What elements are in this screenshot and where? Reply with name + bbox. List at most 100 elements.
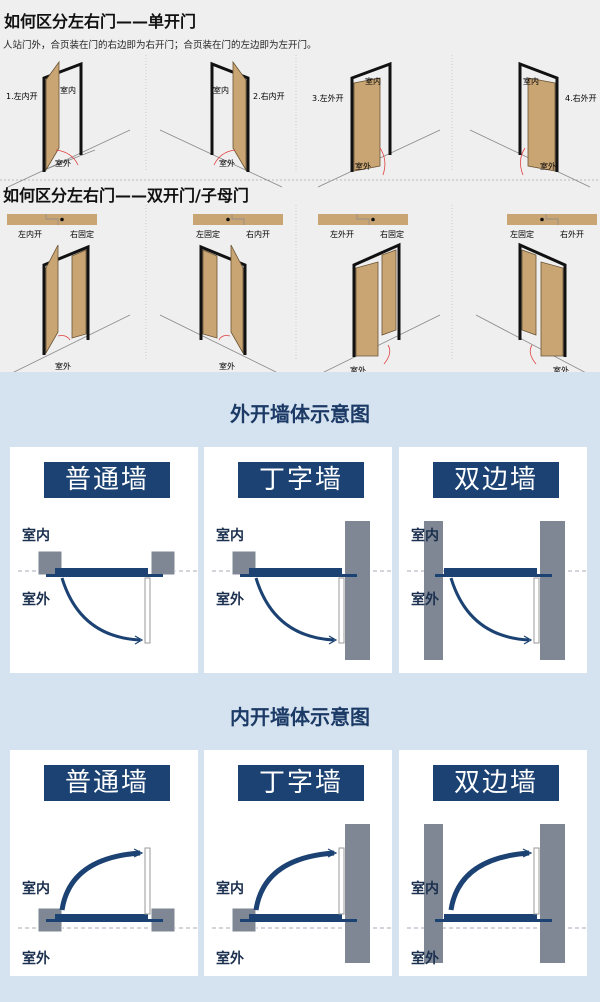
leaf-label: 右内开 (246, 229, 270, 239)
wall-type-header: 丁字墙 (238, 765, 364, 801)
hinge-dot (371, 217, 375, 222)
wall-card-normal: 普通墙 室内 室外 (10, 750, 198, 976)
door-plan-bar (7, 214, 97, 225)
wall-diagram (18, 847, 198, 933)
wall-right (540, 824, 565, 963)
wall-card-t: 丁字墙 室内 室外 (204, 750, 392, 976)
door-leaf (45, 244, 59, 355)
inside-label: 室内 (411, 881, 439, 897)
swing-arc (254, 577, 335, 642)
wall-diagrams-section: 外开墙体示意图 内开墙体示意图 普通墙 室内 室外丁字墙 室内 室外双边墙 室内… (0, 372, 600, 1002)
swing-arc (60, 577, 141, 642)
inside-label: 室内 (365, 76, 381, 86)
wall-type-header: 双边墙 (433, 462, 559, 498)
wall-left (424, 824, 443, 963)
floor-line (159, 314, 283, 376)
swing-arc (529, 344, 537, 365)
door-frame (352, 242, 401, 357)
door-frame (435, 574, 552, 577)
swing-arc (449, 577, 530, 642)
inside-label: 室内 (60, 85, 76, 95)
inside-label: 室内 (216, 881, 244, 897)
door-frame (240, 574, 357, 577)
wall-type-header: 双边墙 (433, 765, 559, 801)
wall-type-header: 普通墙 (44, 462, 170, 498)
door-leaf (381, 249, 397, 336)
arrow-icon (522, 848, 533, 858)
inside-label: 室内 (523, 76, 539, 86)
outside-label: 室外 (55, 158, 71, 168)
hinge-dot (60, 217, 64, 222)
swing-arc (59, 850, 141, 911)
door-frame (518, 242, 567, 357)
outside-label: 室外 (216, 951, 244, 967)
panel-label: 4.右外开 (565, 93, 597, 103)
outward-title: 外开墙体示意图 (230, 402, 370, 426)
floor-line (7, 314, 131, 376)
swing-arc (383, 344, 391, 365)
door-leaf-closed (444, 914, 537, 921)
swing-arc (218, 335, 231, 341)
floor-line (159, 129, 283, 188)
swing-arc (55, 149, 79, 166)
door-leaf-closed (55, 568, 148, 575)
arrow-icon (523, 635, 533, 645)
wall-right (345, 521, 370, 660)
door-leaf-open (338, 847, 345, 915)
outside-label: 室外 (540, 161, 556, 171)
door-frame (46, 574, 163, 577)
hinge-dot (540, 217, 544, 222)
door-leaf-open (533, 847, 540, 915)
leaf-label: 右固定 (380, 229, 404, 239)
hinge-dot (226, 217, 230, 222)
wall-card-normal: 普通墙 室内 室外 (10, 447, 198, 673)
single-door-title: 如何区分左右门——单开门 (4, 12, 196, 31)
swing-arc (379, 147, 386, 176)
wall-type-header: 丁字墙 (238, 462, 364, 498)
swing-arc (213, 149, 236, 166)
outside-label: 室外 (411, 592, 439, 608)
outside-label: 室外 (22, 951, 50, 967)
wall-diagram (407, 824, 587, 963)
door-frame (42, 61, 83, 172)
wall-card-double: 双边墙 室内 室外 (399, 447, 587, 673)
leaf-label: 右固定 (70, 229, 94, 239)
door-frame (210, 61, 250, 172)
door-leaf (230, 244, 244, 355)
door-leaf-closed (444, 568, 537, 575)
outside-label: 室外 (55, 361, 71, 371)
door-leaf (521, 249, 537, 336)
outside-label: 室外 (355, 161, 371, 171)
double-door-title: 如何区分左右门——双开门/子母门 (3, 186, 249, 205)
wall-right (345, 824, 370, 963)
door-leaf-closed (55, 914, 148, 921)
door-leaf (527, 77, 556, 172)
door-handedness-section: 如何区分左右门——单开门 人站门外，合页装在门的右边即为右开门；合页装在门的左边… (0, 0, 600, 376)
swing-arc (520, 147, 526, 176)
leaf-label: 左外开 (330, 229, 354, 239)
floor-line (475, 314, 591, 376)
wall-right (540, 521, 565, 660)
floor-line (7, 129, 131, 188)
outside-label: 室外 (350, 365, 366, 372)
inside-label: 室内 (213, 85, 229, 95)
inside-label: 室内 (411, 528, 439, 544)
panel-label: 3.左外开 (312, 93, 344, 103)
inside-label: 室内 (22, 528, 50, 544)
arrow-icon (328, 635, 338, 645)
leaf-label: 左固定 (510, 229, 534, 239)
arrow-icon (134, 635, 144, 645)
door-illustrations: 如何区分左右门——单开门 人站门外，合页装在门的右边即为右开门；合页装在门的左边… (0, 12, 600, 376)
door-leaf (353, 77, 381, 172)
swing-arc (253, 850, 335, 911)
wall-diagram (212, 521, 392, 660)
wall-block-right (150, 550, 176, 576)
door-plan-bar (318, 214, 408, 225)
inside-label: 室内 (22, 881, 50, 897)
wall-type-header: 普通墙 (44, 765, 170, 801)
wall-card-double: 双边墙 室内 室外 (399, 750, 587, 976)
door-leaf (355, 261, 379, 357)
leaf-label: 右外开 (560, 229, 584, 239)
leaf-label: 左内开 (18, 229, 42, 239)
wall-diagram (407, 521, 587, 660)
